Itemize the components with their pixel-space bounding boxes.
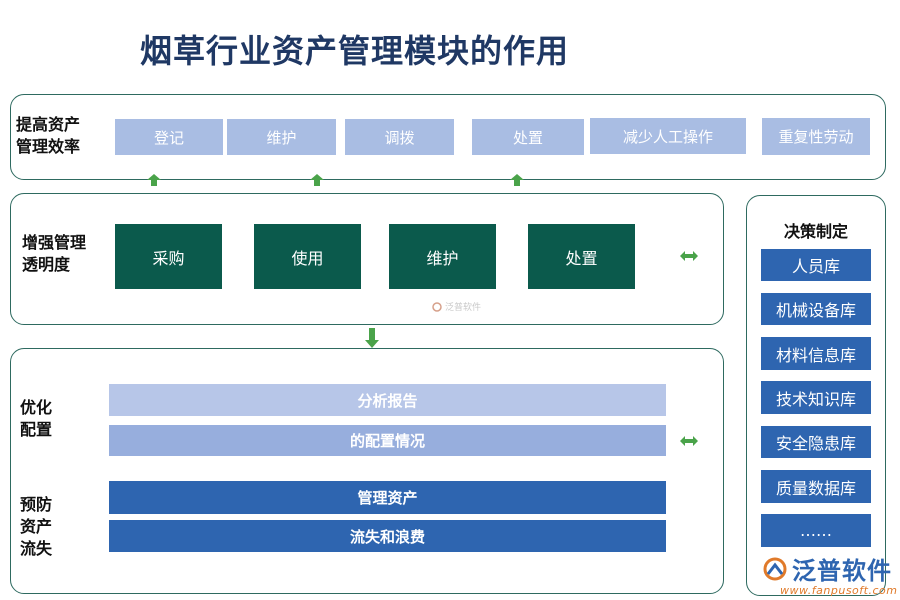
efficiency-item-reduce-manual: 减少人工操作 (590, 118, 746, 154)
efficiency-item-maintain: 维护 (227, 119, 336, 155)
transparency-label-line1: 增强管理 (22, 233, 87, 252)
efficiency-item-repetitive-labor: 重复性劳动 (762, 118, 870, 155)
analysis-report-bar: 分析报告 (109, 384, 666, 416)
efficiency-item-dispose: 处置 (472, 119, 584, 155)
decision-item-equipment-db: 机械设备库 (761, 293, 871, 325)
watermark: 泛普软件 (432, 300, 481, 313)
efficiency-label-line2: 管理效率 (16, 137, 81, 156)
decision-title: 决策制定 (783, 222, 848, 241)
optimize-label: 优化 配置 (20, 397, 52, 441)
transparency-item-purchase: 采购 (115, 224, 222, 289)
brand-name: 泛普软件 (792, 557, 892, 585)
optimize-label-line1: 优化 (20, 398, 53, 417)
efficiency-item-register: 登记 (115, 119, 223, 155)
transparency-item-dispose: 处置 (528, 224, 635, 289)
prevent-label-line3: 流失 (20, 539, 53, 558)
double-arrow-icon (680, 251, 698, 261)
allocation-status-bar: 的配置情况 (109, 425, 666, 456)
up-arrow-icon (147, 174, 161, 186)
transparency-label-line2: 透明度 (22, 255, 71, 274)
double-arrow-icon (680, 436, 698, 446)
brand-url: www.fanpusoft.com (780, 584, 898, 597)
decision-item-more: …… (761, 514, 871, 547)
prevent-label-line2: 资产 (20, 517, 53, 536)
prevent-label-line1: 预防 (20, 495, 53, 514)
loss-and-waste-bar: 流失和浪费 (109, 520, 666, 552)
decision-item-personnel-db: 人员库 (761, 249, 871, 281)
transparency-label: 增强管理 透明度 (22, 232, 86, 276)
manage-assets-bar: 管理资产 (109, 481, 666, 514)
prevent-label: 预防 资产 流失 (20, 494, 52, 560)
efficiency-label-line1: 提高资产 (16, 115, 81, 134)
transparency-item-use: 使用 (254, 224, 361, 289)
optimize-label-line2: 配置 (20, 420, 53, 439)
decision-item-quality-db: 质量数据库 (761, 470, 871, 503)
up-arrow-icon (310, 174, 324, 186)
transparency-item-maintain: 维护 (389, 224, 496, 289)
up-arrow-icon (510, 174, 524, 186)
brand-logo-icon (763, 557, 787, 580)
efficiency-label: 提高资产 管理效率 (16, 114, 80, 158)
decision-item-material-db: 材料信息库 (761, 337, 871, 370)
down-arrow-icon (365, 328, 379, 348)
brand-logo: 泛普软件 www.fanpusoft.com (762, 551, 898, 597)
decision-item-knowledge-db: 技术知识库 (761, 381, 871, 414)
watermark-text: 泛普软件 (445, 303, 482, 313)
decision-item-safety-hazard-db: 安全隐患库 (761, 426, 871, 458)
page-title: 烟草行业资产管理模块的作用 (140, 32, 570, 70)
watermark-logo-icon (432, 301, 442, 312)
efficiency-item-transfer: 调拨 (345, 119, 454, 155)
